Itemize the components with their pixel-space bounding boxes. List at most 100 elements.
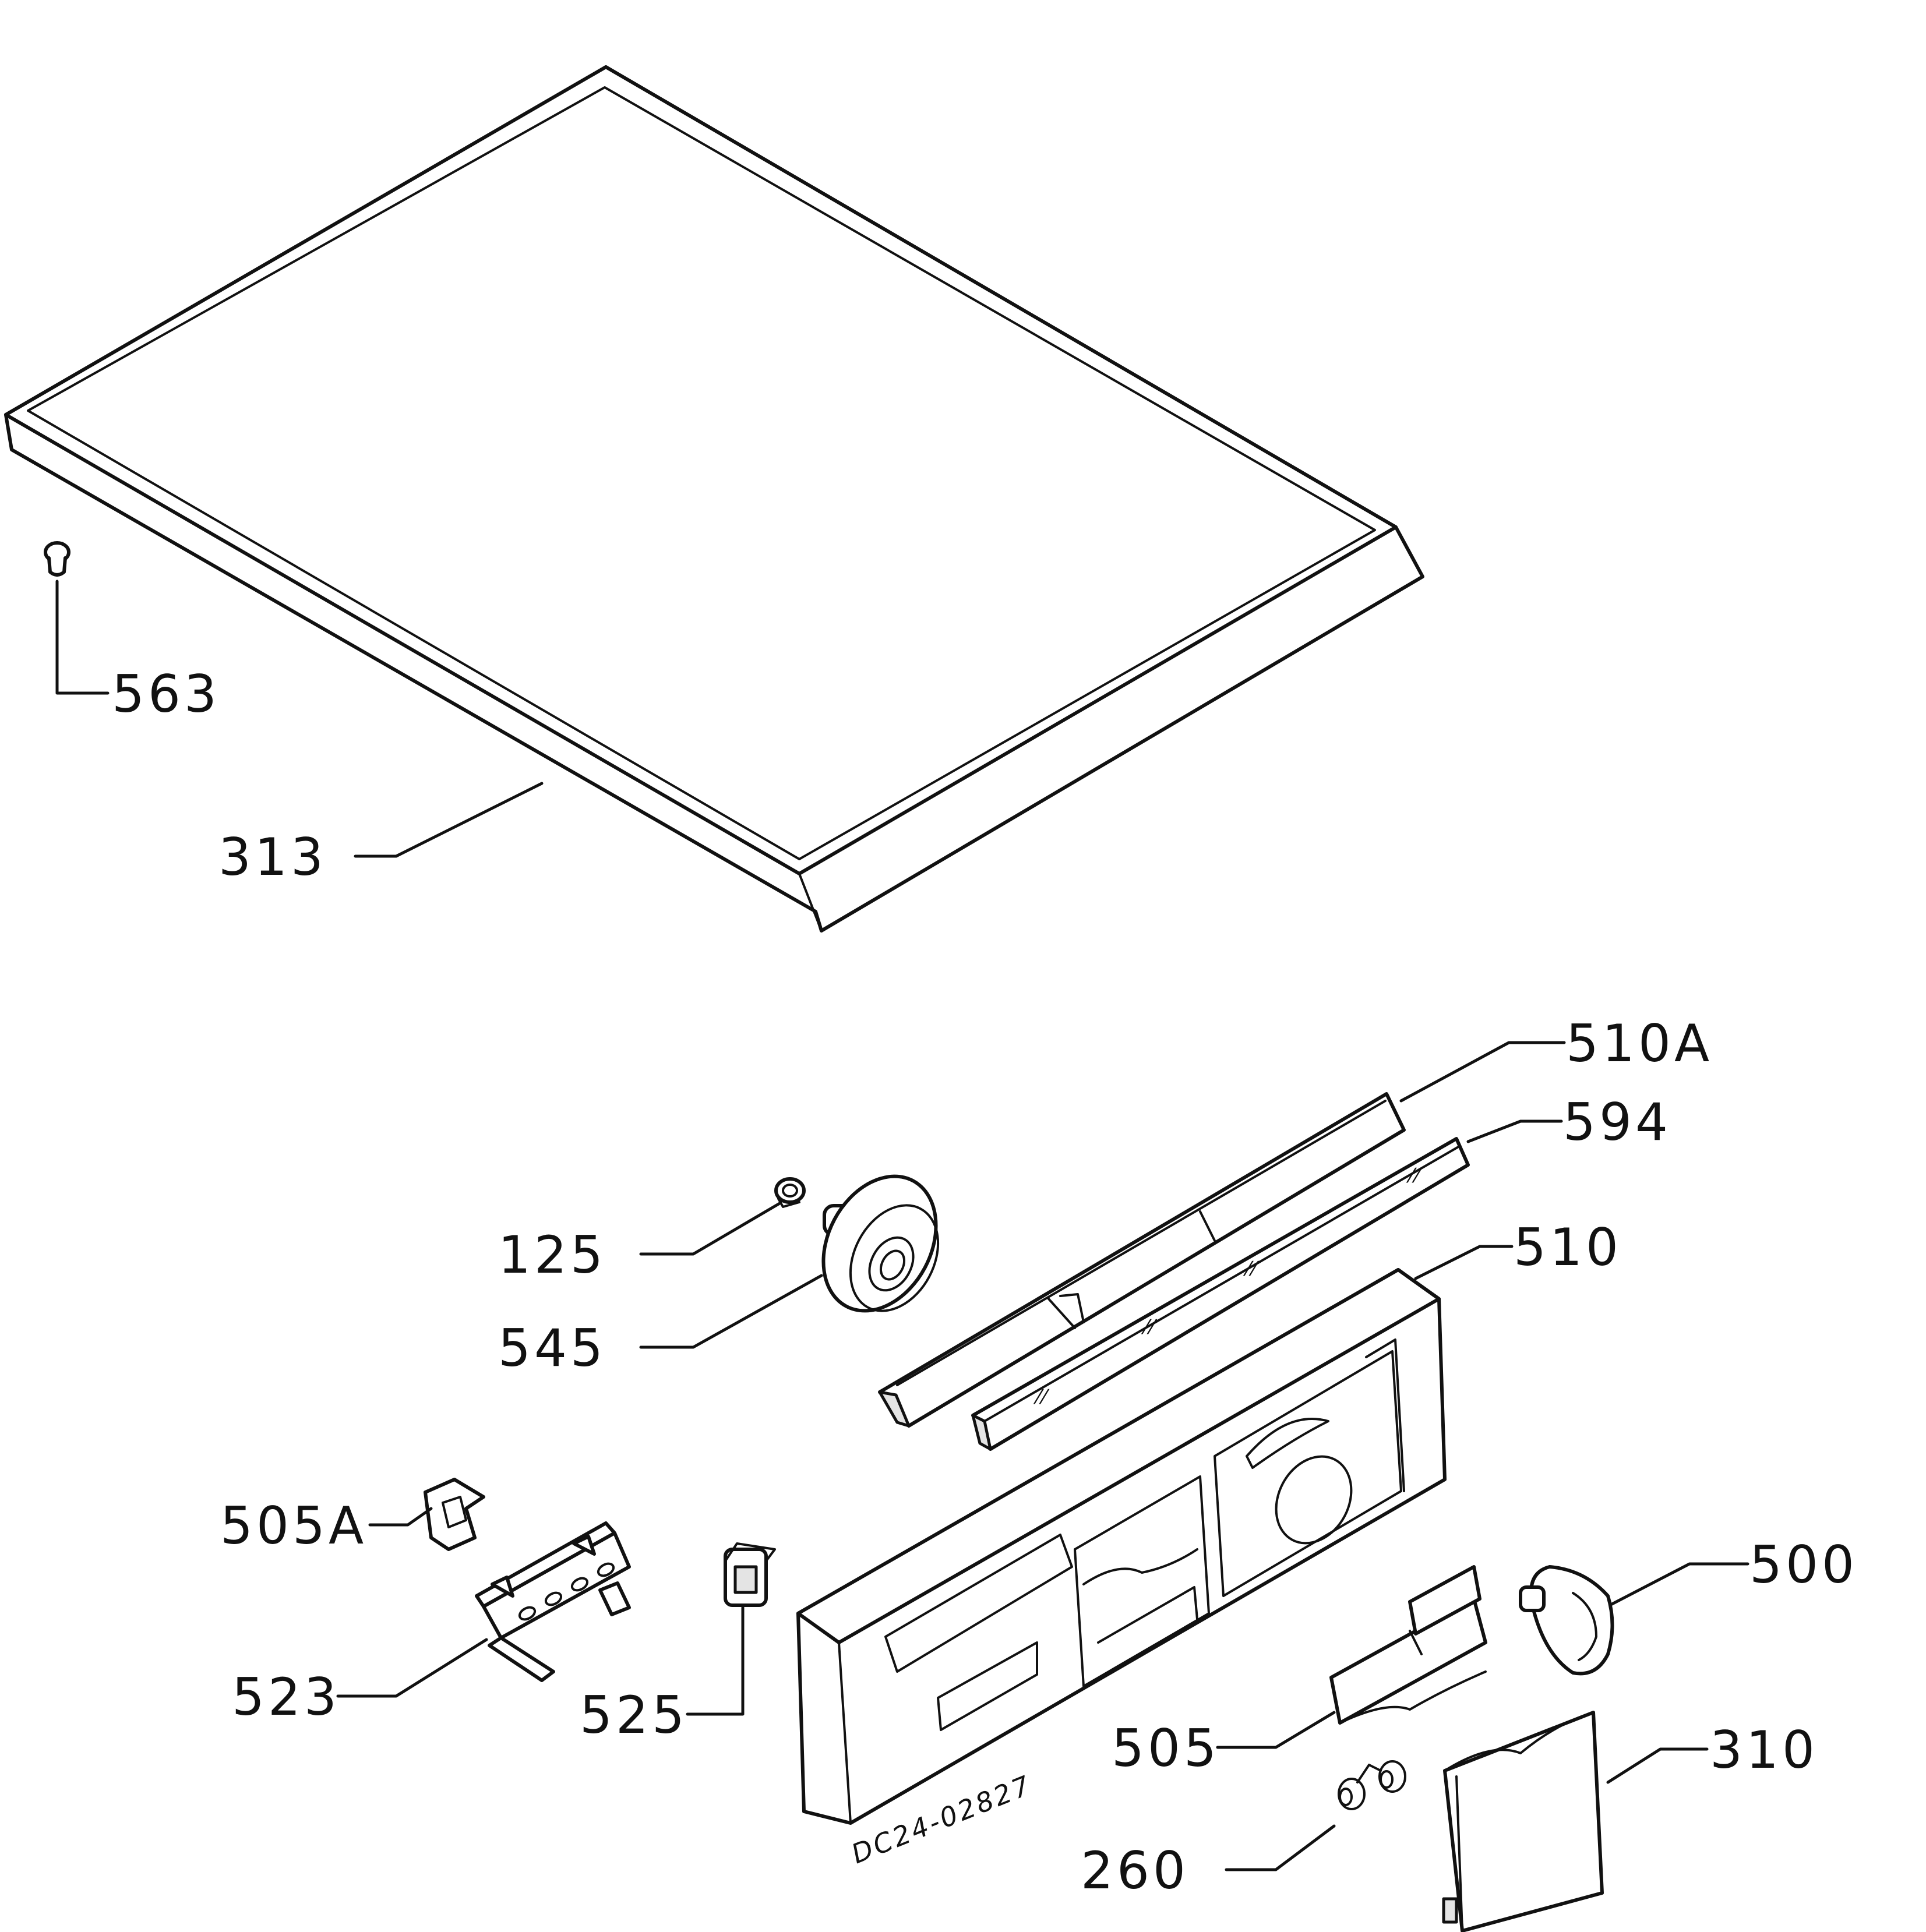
leader-594 xyxy=(1466,1119,1563,1143)
callout-260: 260 xyxy=(1081,1841,1189,1901)
flap-body xyxy=(1329,1597,1487,1725)
worktop-top-surface xyxy=(4,65,1398,875)
callout-310: 310 xyxy=(1710,1720,1818,1780)
block-tab-right xyxy=(572,1535,596,1556)
block-button-2 xyxy=(544,1591,563,1606)
panel-left-window xyxy=(937,1641,1038,1731)
spring-coil-2 xyxy=(1378,1760,1406,1793)
handle-strip-end-cap xyxy=(878,1390,911,1428)
callout-594: 594 xyxy=(1563,1092,1671,1152)
panel-left-recess xyxy=(884,1534,1073,1673)
handle-strip-joint-2 xyxy=(1199,1210,1216,1242)
part-594-decor-strip: ⁄⁄ ⁄⁄ ⁄⁄ ⁄⁄ xyxy=(971,1137,1470,1451)
panel-drawer-inner xyxy=(1097,1586,1198,1644)
callout-505: 505 xyxy=(1112,1718,1220,1778)
block-foot-right xyxy=(598,1581,631,1616)
spring-arm xyxy=(1356,1764,1382,1783)
leader-505A xyxy=(368,1507,433,1527)
worktop-corner-edge xyxy=(798,873,823,932)
callout-510A: 510A xyxy=(1566,1013,1713,1073)
block-button-1 xyxy=(518,1606,537,1621)
part-505-flap xyxy=(1329,1565,1487,1725)
spring-coil-1 xyxy=(1338,1778,1366,1810)
leader-545 xyxy=(639,1274,823,1349)
block-button-4 xyxy=(597,1562,615,1577)
nut-hole xyxy=(782,1184,798,1198)
knob-shaft xyxy=(1519,1585,1546,1612)
leader-125 xyxy=(639,1201,782,1256)
leader-525 xyxy=(686,1606,745,1716)
switch-top xyxy=(724,1542,776,1562)
block-foot-left xyxy=(488,1636,555,1682)
part-260-spring xyxy=(1338,1760,1406,1810)
leader-313 xyxy=(354,782,544,858)
handle-strip-joint-1 xyxy=(1047,1298,1076,1329)
part-500-knob xyxy=(1519,1565,1614,1676)
panel-front-left-edge xyxy=(838,1641,852,1824)
nut-outline xyxy=(774,1177,806,1204)
callout-563: 563 xyxy=(112,664,220,724)
part-510-control-panel xyxy=(796,1268,1447,1825)
flap-curve xyxy=(1339,1670,1487,1724)
knob-body xyxy=(1529,1565,1614,1676)
lens-centre xyxy=(879,1249,906,1281)
panel-knob-hole xyxy=(1275,1455,1353,1545)
spring-coil-1-inner xyxy=(1339,1788,1353,1806)
panel-right-recess xyxy=(1214,1350,1402,1597)
flap-back xyxy=(1408,1565,1481,1636)
panel-right-edge xyxy=(1438,1298,1446,1481)
leader-523 xyxy=(336,1638,488,1698)
panel-drawer-handle xyxy=(1082,1548,1198,1585)
nut-side xyxy=(777,1198,800,1208)
clip-body xyxy=(424,1478,485,1551)
door-edge xyxy=(1455,1775,1463,1932)
lens-rim xyxy=(849,1204,940,1312)
callout-125: 125 xyxy=(498,1225,606,1285)
leader-510 xyxy=(1414,1245,1514,1280)
knob-grip xyxy=(1572,1592,1597,1661)
door-body xyxy=(1443,1711,1604,1932)
leader-500 xyxy=(1609,1562,1749,1606)
callout-505A: 505A xyxy=(220,1496,367,1556)
door-hinge xyxy=(1442,1897,1458,1924)
decor-strip-end-cap xyxy=(971,1414,992,1451)
part-523-button-block xyxy=(475,1521,631,1682)
spring-coil-2-inner xyxy=(1380,1770,1394,1789)
leader-510A xyxy=(1399,1041,1566,1103)
block-button-3 xyxy=(570,1577,589,1592)
callout-500: 500 xyxy=(1749,1535,1858,1595)
leader-563 xyxy=(55,580,110,695)
part-505A-clip xyxy=(424,1478,485,1551)
cap-body xyxy=(47,556,67,577)
callout-525: 525 xyxy=(580,1685,688,1745)
panel-programme-arc xyxy=(1246,1418,1329,1469)
callout-313: 313 xyxy=(218,827,327,887)
clip-slot xyxy=(442,1496,467,1528)
leader-505 xyxy=(1216,1711,1336,1749)
callout-545: 545 xyxy=(498,1318,606,1378)
lens-inner-ring xyxy=(868,1236,915,1292)
worktop-front-edge xyxy=(5,414,817,913)
worktop-right-edge xyxy=(820,526,1424,932)
part-563-cap xyxy=(44,541,70,577)
callout-510: 510 xyxy=(1514,1217,1622,1277)
part-545-indicator-lens xyxy=(821,1174,940,1313)
callout-523: 523 xyxy=(232,1667,340,1727)
leader-260 xyxy=(1225,1824,1336,1871)
part-125-nut xyxy=(774,1177,806,1208)
panel-drawer-opening xyxy=(1074,1475,1210,1687)
flap-slot xyxy=(1409,1630,1423,1655)
worktop-inner-rim xyxy=(27,86,1376,860)
handle-strip-groove xyxy=(896,1100,1387,1386)
part-310-door xyxy=(1442,1711,1604,1932)
door-top-curve xyxy=(1444,1711,1595,1772)
part-510A-handle-strip xyxy=(878,1092,1406,1428)
panel-right-frame xyxy=(1365,1338,1405,1492)
lens-outer-ring xyxy=(821,1174,938,1313)
handle-strip-notch xyxy=(1059,1293,1085,1323)
part-525-switch xyxy=(724,1542,776,1607)
decor-strip-edge xyxy=(983,1145,1461,1422)
block-tab-left xyxy=(491,1576,514,1598)
leader-310 xyxy=(1606,1747,1709,1784)
